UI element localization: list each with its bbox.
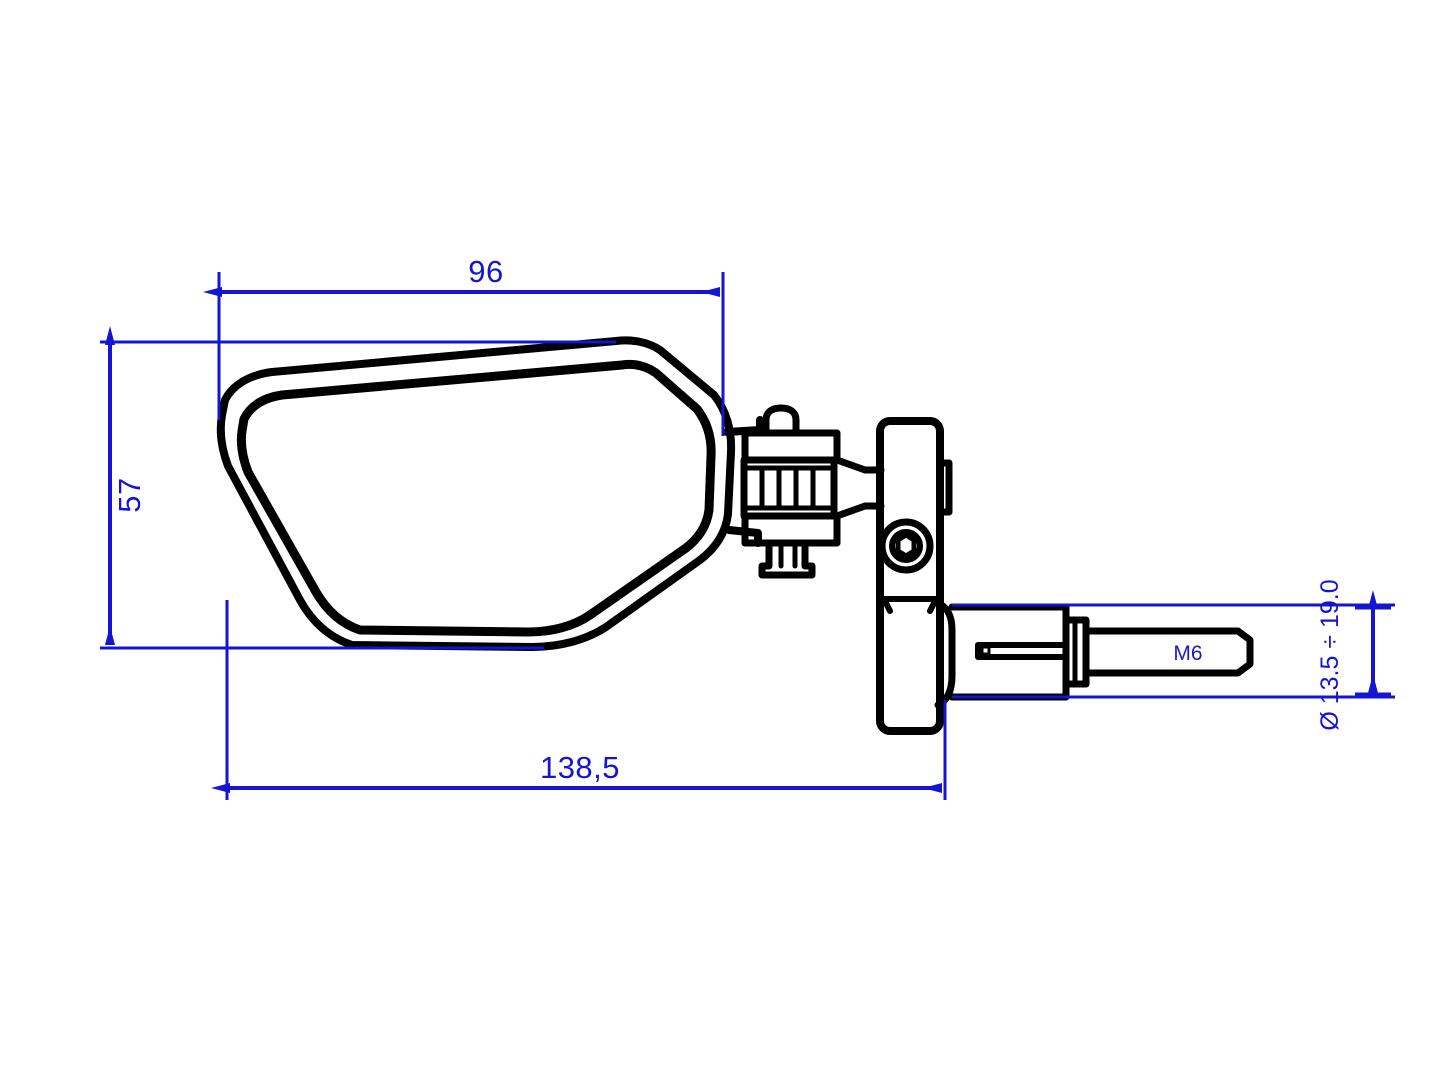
mirror-glass <box>236 359 716 637</box>
hex-socket-bolt-hex <box>895 532 917 559</box>
threaded-shaft <box>1082 627 1254 677</box>
thread-label: M6 <box>1173 642 1202 665</box>
hinge-top-bolt <box>762 404 800 436</box>
clamp-block <box>876 417 944 735</box>
dimension-label-height: 57 <box>112 477 147 512</box>
expander-shoulder <box>934 599 956 709</box>
clamp-block-tab <box>936 459 953 516</box>
bar-end-expander <box>948 603 1070 701</box>
expander-slot-end <box>980 645 991 656</box>
dimension-annotations <box>100 272 1395 800</box>
dimension-label-width: 96 <box>468 254 503 289</box>
hinge-bottom-nut <box>758 539 816 579</box>
hex-socket-bolt-inner <box>889 529 923 563</box>
mirror-housing <box>216 336 736 651</box>
dimension-label-bore: Ø 13.5 ÷ 19.0 <box>1316 579 1344 730</box>
mirror-assembly-geometry <box>216 336 1254 735</box>
dimension-label-length: 138,5 <box>540 750 620 785</box>
hinge-arm <box>833 456 885 474</box>
hinge-upper-plate <box>741 429 841 464</box>
hinge-lower-plate <box>741 512 841 547</box>
clamp-split-tick-left <box>881 596 893 614</box>
hex-socket-bolt-outer <box>878 518 934 574</box>
expander-slot <box>975 642 1069 660</box>
hinge-arm-lower <box>833 502 885 520</box>
clamp-split-tick-right <box>927 596 939 614</box>
